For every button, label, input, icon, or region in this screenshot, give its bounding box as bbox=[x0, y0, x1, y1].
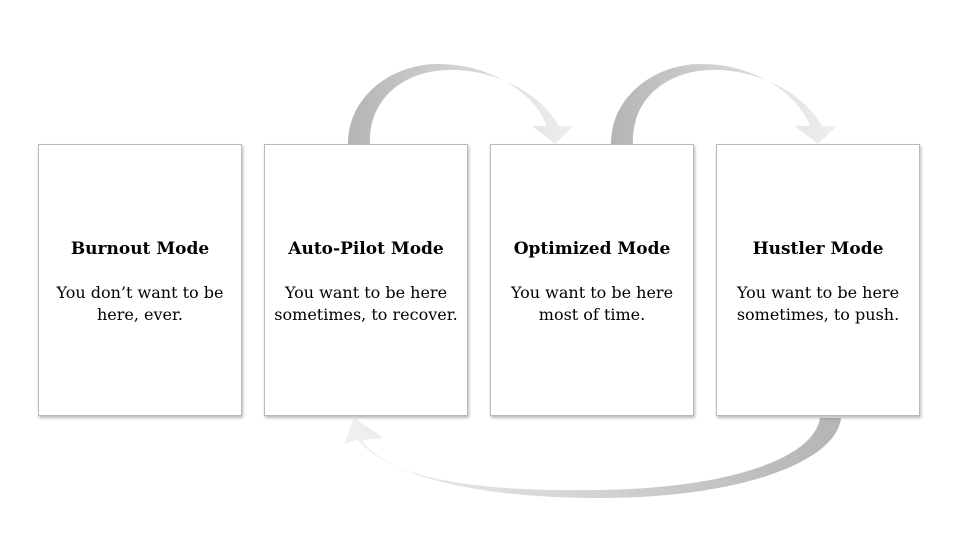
card-description-line: You don’t want to be bbox=[56, 283, 224, 302]
card-auto-pilot-mode: Auto-Pilot Mode You want to be here some… bbox=[264, 144, 468, 416]
card-hustler-mode: Hustler Mode You want to be here sometim… bbox=[716, 144, 920, 416]
card-description: You don’t want to be here, ever. bbox=[47, 282, 233, 326]
card-description: You want to be here sometimes, to push. bbox=[725, 282, 911, 326]
card-title: Burnout Mode bbox=[70, 239, 210, 259]
card-description-line: You want to be here bbox=[736, 283, 900, 302]
card-title: Optimized Mode bbox=[513, 239, 671, 259]
card-description-line: sometimes, to recover. bbox=[274, 305, 458, 324]
card-burnout-mode: Burnout Mode You don’t want to be here, … bbox=[38, 144, 242, 416]
card-description-line: here, ever. bbox=[96, 305, 183, 324]
arrow-optimized-to-hustler bbox=[611, 64, 837, 144]
card-description-line: sometimes, to push. bbox=[736, 305, 900, 324]
card-description-line: You want to be here bbox=[510, 283, 674, 302]
card-optimized-mode: Optimized Mode You want to be here most … bbox=[490, 144, 694, 416]
card-description-line: You want to be here bbox=[284, 283, 448, 302]
arrow-hustler-to-autopilot bbox=[344, 418, 841, 498]
card-description: You want to be here sometimes, to recove… bbox=[273, 282, 459, 326]
card-description: You want to be here most of time. bbox=[499, 282, 685, 326]
card-description-line: most of time. bbox=[538, 305, 646, 324]
card-title: Hustler Mode bbox=[752, 239, 884, 259]
card-title: Auto-Pilot Mode bbox=[288, 239, 444, 259]
arrow-autopilot-to-optimized bbox=[348, 64, 574, 144]
